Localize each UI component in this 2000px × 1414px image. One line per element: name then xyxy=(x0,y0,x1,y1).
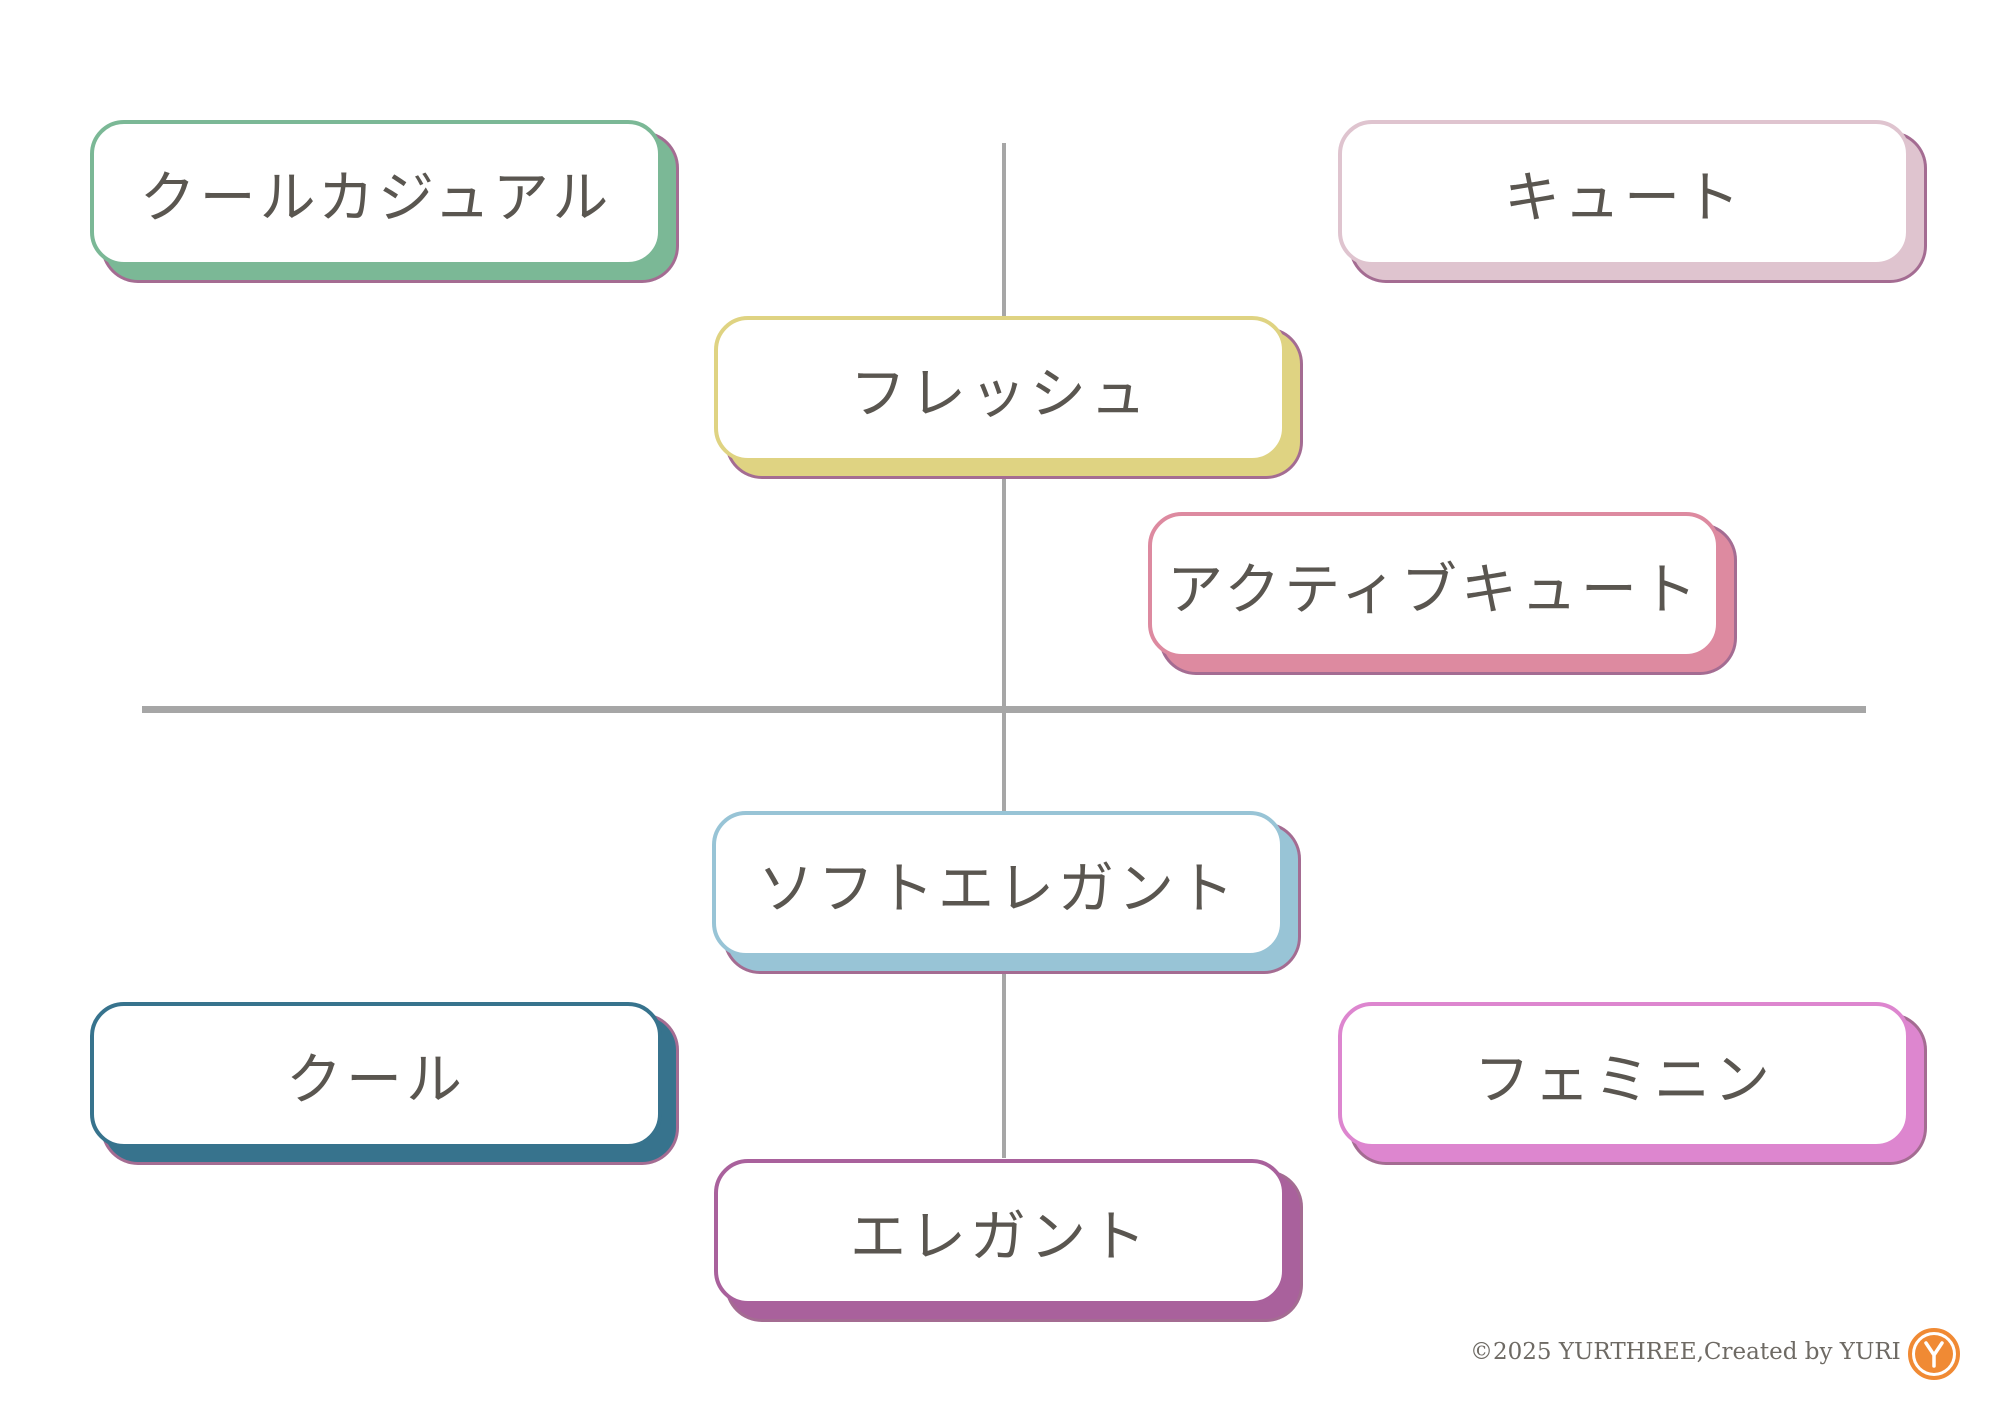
copyright-text: ©2025 YURTHREE,Created by YURI xyxy=(1470,1339,1901,1365)
vertical-axis xyxy=(1002,143,1006,1158)
label-fresh: フレッシュ xyxy=(714,316,1286,462)
label-cool-casual: クールカジュアル xyxy=(90,120,662,266)
label-elegant: エレガント xyxy=(714,1159,1286,1305)
label-soft-elegant: ソフトエレガント xyxy=(712,811,1284,957)
horizontal-axis xyxy=(142,706,1866,713)
logo-mark xyxy=(1924,1341,1944,1368)
label-feminine: フェミニン xyxy=(1338,1002,1910,1148)
logo-outer-ring xyxy=(1908,1328,1960,1380)
label-cute: キュート xyxy=(1338,120,1910,266)
yurthree-logo-icon xyxy=(1908,1328,1960,1380)
label-cool: クール xyxy=(90,1002,662,1148)
label-active-cute: アクティブキュート xyxy=(1148,512,1720,658)
